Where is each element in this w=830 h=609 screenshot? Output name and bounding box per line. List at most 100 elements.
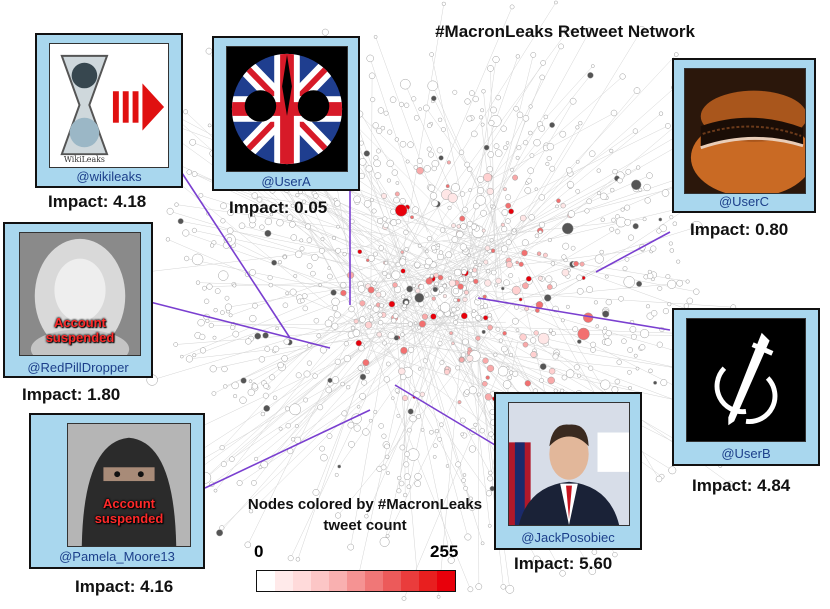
network-node [436,594,441,599]
network-node [484,393,493,401]
network-node [302,305,309,312]
network-node [343,341,349,347]
network-node [521,239,529,247]
network-node [386,159,394,168]
network-node [212,335,217,340]
network-node [549,165,556,172]
network-node [394,388,400,393]
network-node [353,424,361,432]
network-node [460,223,467,230]
network-node [462,206,469,213]
account-card-userb: @UserB [672,308,820,466]
network-node [665,274,671,279]
network-node [264,217,273,226]
network-node [481,89,486,94]
network-node [632,223,639,230]
network-node [374,172,382,179]
network-node [638,187,643,192]
network-node [462,473,467,477]
network-node [475,314,482,321]
network-node [378,245,385,251]
network-node [268,282,274,288]
network-node [537,275,543,281]
network-node [385,361,391,367]
network-node [207,123,212,128]
network-node [205,318,210,323]
network-node [486,166,493,173]
network-node [512,370,519,377]
network-node [462,296,468,303]
network-edge [518,247,710,318]
network-node [295,557,301,562]
network-node [395,218,402,225]
network-edge [408,334,441,487]
network-node [385,454,390,459]
network-edge [450,118,527,342]
network-node [414,472,422,481]
network-node [401,596,407,601]
network-node [501,345,508,353]
network-node [433,272,439,278]
network-node [519,333,527,341]
network-node [420,428,425,432]
network-node [223,384,228,389]
network-node [505,218,511,224]
network-node [456,230,464,238]
network-node [254,332,262,340]
network-edge [362,340,638,369]
network-edge [441,125,668,238]
network-node [317,404,324,411]
network-node [576,287,584,295]
network-node [447,192,458,203]
account-card-pamela-moore13: Account suspended @Pamela_Moore13 [29,413,205,569]
impact-score: Impact: 0.80 [690,220,789,239]
network-node [511,285,521,295]
network-node [382,270,388,277]
account-card-redpilldropper: Account suspended @RedPillDropper [3,222,153,378]
network-node [326,433,333,439]
network-node [483,172,493,182]
network-node [463,485,468,491]
network-node [340,289,347,297]
network-node [224,295,230,301]
network-node [573,260,579,267]
network-node [278,426,283,431]
legend-color-step [347,571,365,591]
network-node [561,374,568,381]
network-node [226,236,233,243]
network-node [427,151,434,158]
network-node [538,221,546,228]
network-node [530,351,537,358]
network-node [417,243,422,248]
network-node [447,556,455,564]
network-node [417,325,422,330]
network-node [461,478,466,483]
network-node [693,288,700,295]
network-node [656,341,663,348]
network-node [575,159,580,164]
network-node [676,279,684,287]
network-node [464,389,470,395]
network-node [372,251,378,257]
network-node [431,199,439,207]
network-node [185,355,193,363]
network-node [631,179,642,190]
network-node [325,386,333,394]
network-edge [253,340,366,484]
network-node [501,286,505,291]
network-node [627,347,633,353]
network-node [202,285,207,291]
network-node [232,330,240,338]
network-node [560,318,565,323]
network-node [594,254,604,264]
network-node [311,253,319,261]
network-node [505,202,512,209]
network-edge [386,2,557,271]
network-node [411,206,420,214]
network-node [486,269,491,274]
network-node [605,330,612,337]
network-node [407,408,414,415]
network-node [563,27,571,35]
network-node [376,148,381,154]
network-node [361,379,368,386]
